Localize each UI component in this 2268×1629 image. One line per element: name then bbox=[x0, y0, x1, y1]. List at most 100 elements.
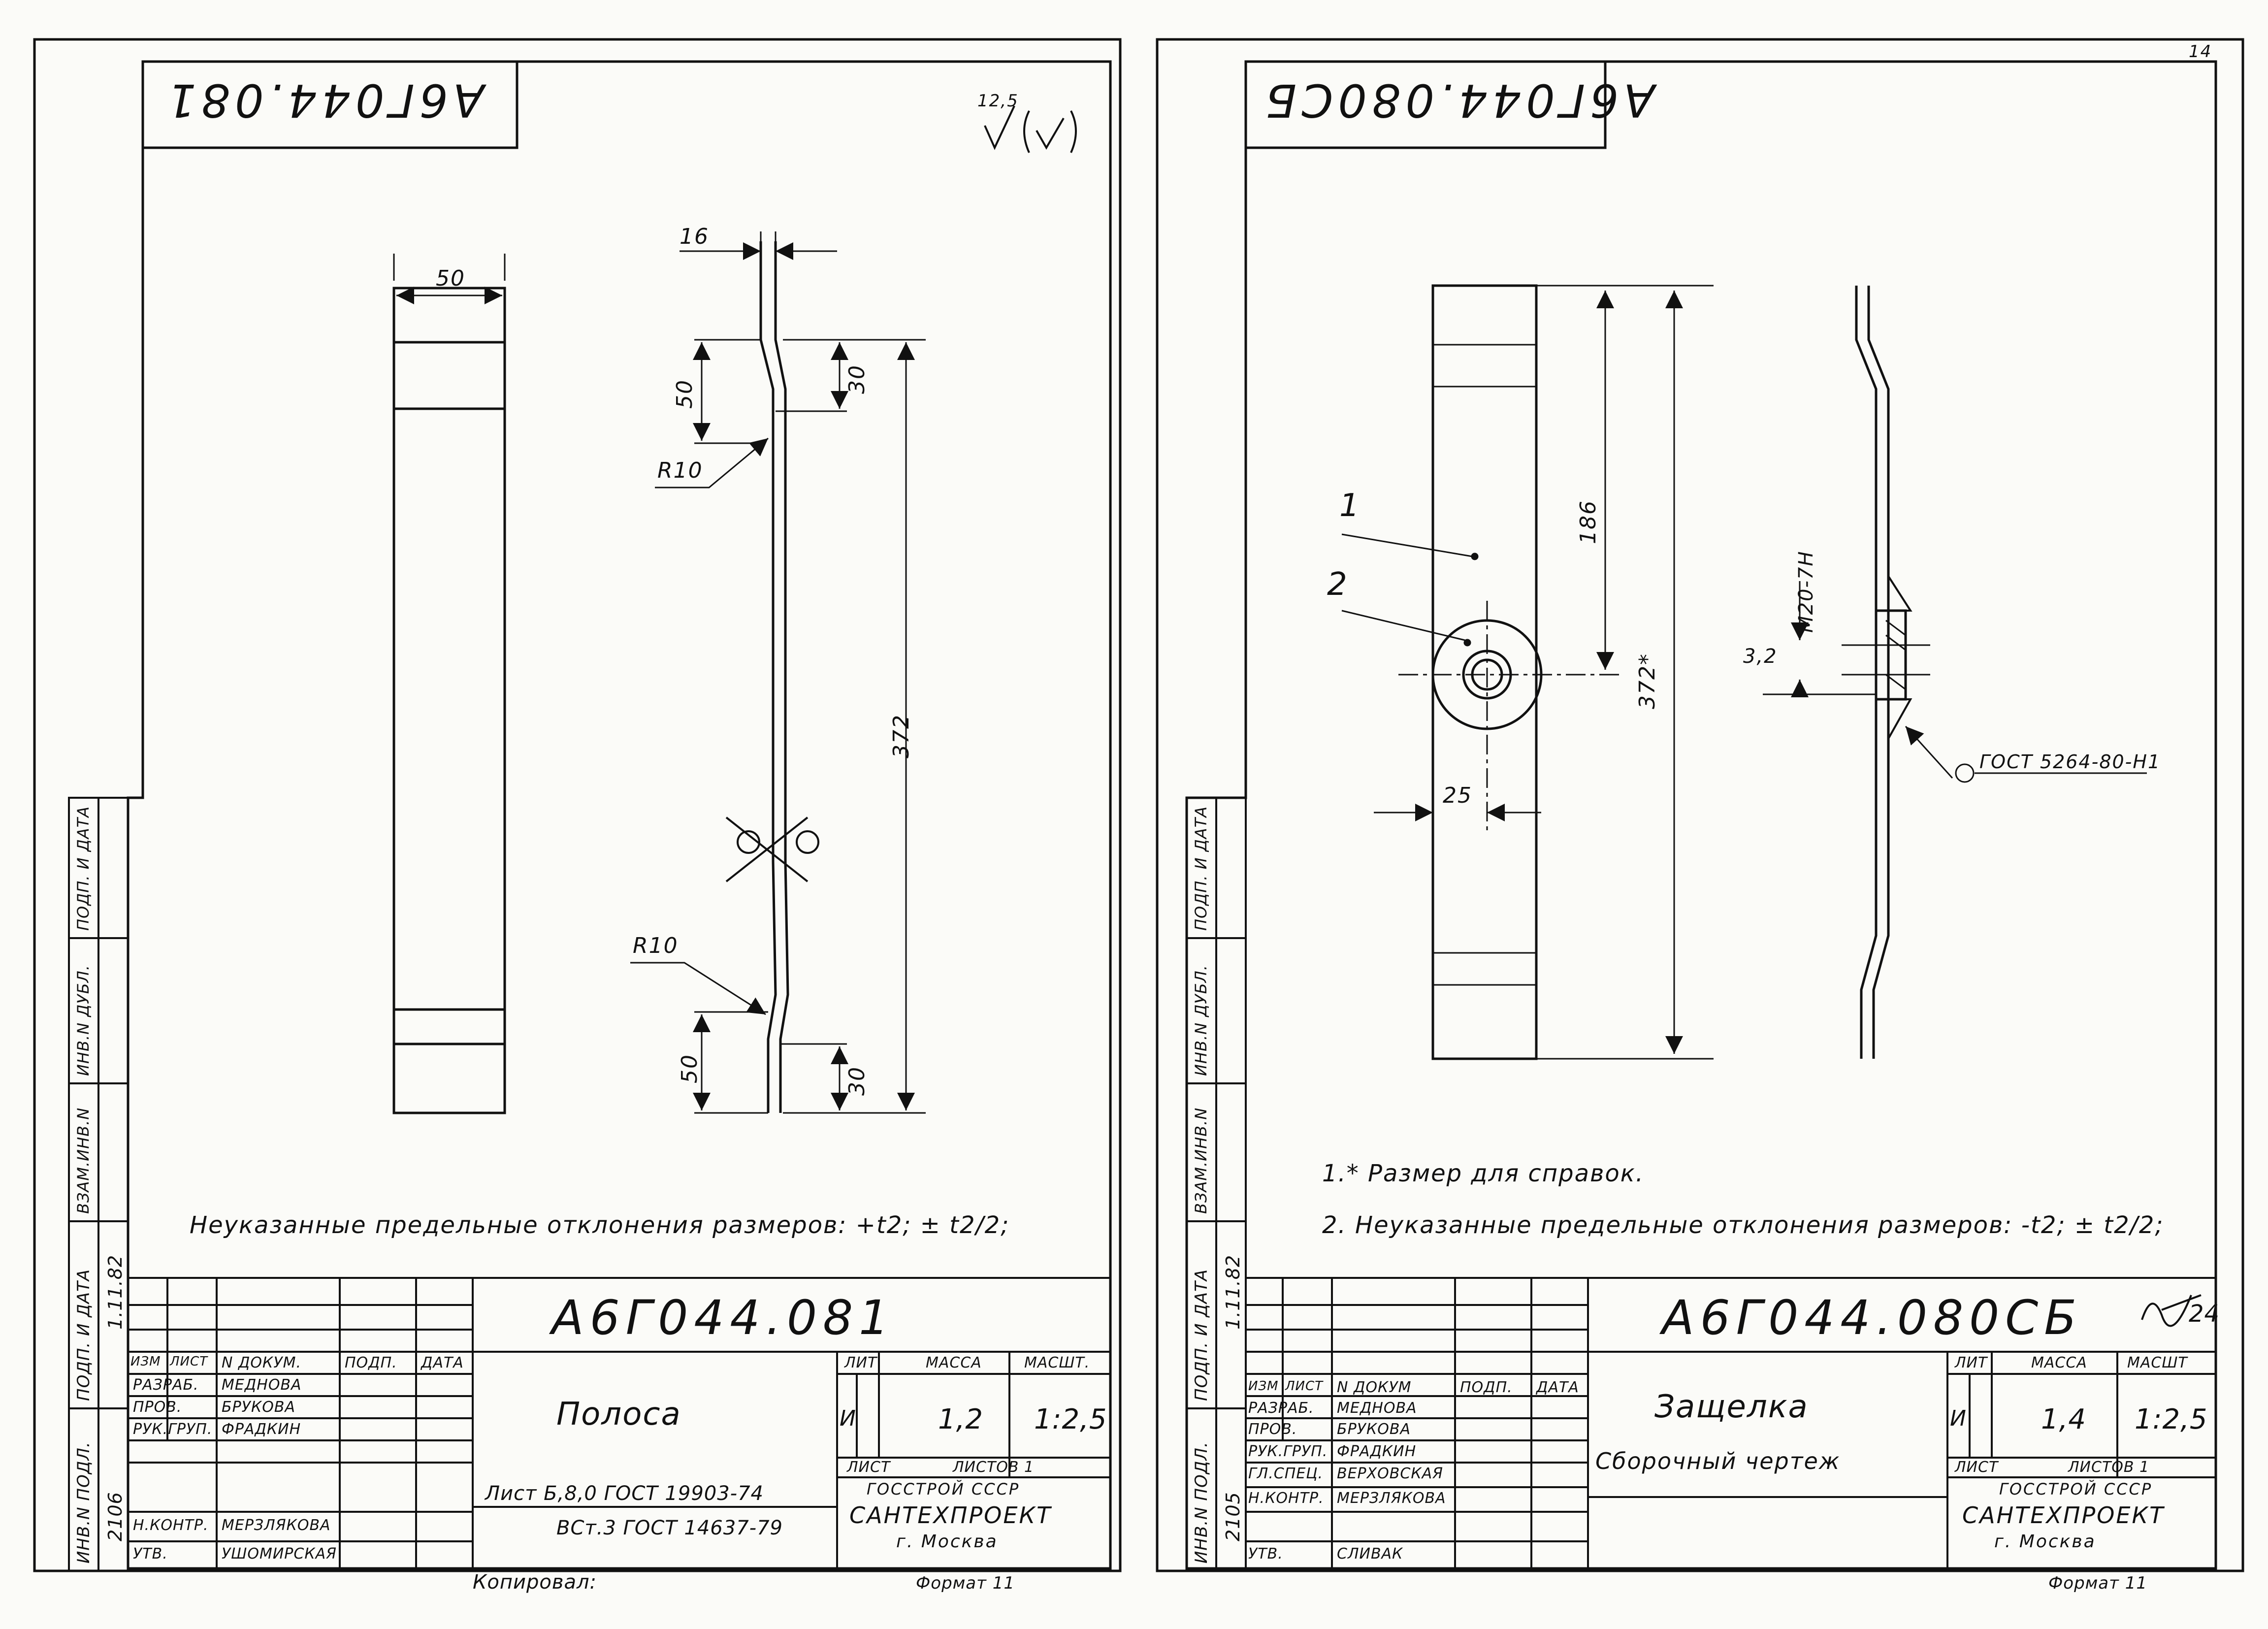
dim-strip-length: 372 bbox=[889, 714, 914, 758]
right-side-stamp bbox=[1186, 797, 1247, 1572]
left-designation: А6Г044.081 bbox=[551, 1290, 895, 1345]
latch-front-view bbox=[1341, 284, 1714, 1060]
weld-reference: ГОСТ 5264-80-Н1 bbox=[1979, 751, 2161, 773]
left-org-1: ГОССТРОЙ СССР bbox=[867, 1480, 1020, 1499]
latch-side-view bbox=[1763, 286, 2147, 1059]
right-row-name: БРУКОВА bbox=[1337, 1421, 1411, 1438]
dim-bend-top-lower: 30 bbox=[844, 364, 870, 394]
right-sheet-label: ЛИСТ bbox=[1955, 1459, 1999, 1476]
right-row-role: УТВ. bbox=[1248, 1545, 1283, 1563]
right-stamp-dubl: ИНВ.N ДУБЛ. bbox=[1192, 965, 1210, 1076]
right-stamp-sign-date: ПОДП. И ДАТА bbox=[1192, 1269, 1211, 1401]
left-row-role: РУК.ГРУП. bbox=[133, 1421, 213, 1438]
right-hdr-list: ЛИСТ bbox=[1285, 1379, 1324, 1394]
dim-radius-top: R10 bbox=[657, 458, 703, 483]
right-hdr-doc: N ДОКУМ bbox=[1337, 1379, 1412, 1396]
right-mass-header: МАССА bbox=[2031, 1354, 2087, 1371]
right-corner-mark: 14 bbox=[2189, 42, 2212, 62]
left-row-name: УШОМИРСКАЯ bbox=[222, 1545, 337, 1563]
right-scale: 1:2,5 bbox=[2135, 1403, 2208, 1435]
left-stamp-sign-date: ПОДП. И ДАТА bbox=[74, 1269, 94, 1401]
dim-radius-bottom: R10 bbox=[633, 933, 679, 958]
right-outer-frame bbox=[1156, 38, 2244, 1572]
left-scale: 1:2,5 bbox=[1034, 1403, 1107, 1435]
dim-strip-width: 50 bbox=[436, 266, 465, 291]
right-frame-code: А6Г044.080СБ bbox=[1261, 74, 1655, 127]
right-stamp-sign-date-2: ПОДП. И ДАТА bbox=[1192, 806, 1210, 931]
left-material-1: Лист Б,8,0 ГОСТ 19903-74 bbox=[485, 1482, 764, 1505]
right-designation: А6Г044.080СБ bbox=[1662, 1290, 2083, 1345]
dim-bend-bottom-upper: 50 bbox=[677, 1054, 702, 1083]
right-mass: 1,4 bbox=[2041, 1403, 2087, 1435]
right-part-name: Защелка bbox=[1654, 1389, 1809, 1425]
right-row-name: МЕРЗЛЯКОВА bbox=[1337, 1490, 1446, 1507]
right-format-label: Формат 11 bbox=[2048, 1573, 2148, 1593]
left-mass: 1,2 bbox=[938, 1403, 984, 1435]
left-stamp-dubl: ИНВ.N ДУБЛ. bbox=[74, 965, 93, 1076]
right-sign-number: 24 bbox=[2189, 1300, 2220, 1328]
left-copied-label: Копировал: bbox=[473, 1571, 597, 1594]
left-row-name: МЕДНОВА bbox=[222, 1376, 302, 1394]
right-org-1: ГОССТРОЙ СССР bbox=[1999, 1480, 2153, 1499]
right-row-name: ФРАДКИН bbox=[1337, 1443, 1417, 1460]
right-stamp-inv: ИНВ.N ПОДЛ. bbox=[1192, 1441, 1211, 1564]
left-hdr-date: ДАТА bbox=[421, 1354, 464, 1371]
strip-side-view bbox=[630, 231, 926, 1114]
signature-mark bbox=[2141, 1294, 2202, 1327]
right-lit-header: ЛИТ bbox=[1955, 1354, 1988, 1371]
right-org-2: САНТЕХПРОЕКТ bbox=[1962, 1502, 2165, 1529]
roughness-value: 12,5 bbox=[977, 91, 1019, 111]
left-part-name: Полоса bbox=[556, 1396, 681, 1433]
left-row-name: ФРАДКИН bbox=[222, 1421, 301, 1438]
right-code-box bbox=[1244, 60, 1607, 149]
right-note-1: 1.* Размер для справок. bbox=[1322, 1160, 1644, 1187]
left-hdr-sign: ПОДП. bbox=[345, 1354, 397, 1371]
right-lit: И bbox=[1950, 1406, 1967, 1431]
left-row-role: Н.КОНТР. bbox=[133, 1517, 209, 1534]
left-hdr-izm: ИЗМ bbox=[130, 1354, 161, 1369]
right-org-3: г. Москва bbox=[1994, 1531, 2096, 1552]
roughness-symbol bbox=[984, 105, 1077, 153]
left-row-role: ПРОВ. bbox=[133, 1399, 182, 1416]
left-format-label: Формат 11 bbox=[916, 1573, 1015, 1593]
dim-latch-length: 372* bbox=[1635, 653, 1660, 709]
left-scale-header: МАСШТ. bbox=[1024, 1354, 1090, 1371]
right-part-subtitle: Сборочный чертеж bbox=[1595, 1448, 1841, 1474]
dim-bend-top-upper: 50 bbox=[672, 379, 697, 409]
left-row-name: БРУКОВА bbox=[222, 1399, 295, 1416]
right-row-name: МЕДНОВА bbox=[1337, 1400, 1417, 1417]
strip-front-view bbox=[392, 254, 506, 1114]
left-title-block bbox=[128, 1277, 1110, 1568]
right-row-role: ПРОВ. bbox=[1248, 1421, 1297, 1438]
left-stamp-sign-date-2: ПОДП. И ДАТА bbox=[74, 806, 93, 931]
left-frame-code: А6Г044.081 bbox=[162, 74, 485, 127]
right-row-role: РАЗРАБ. bbox=[1248, 1400, 1314, 1417]
right-title-block bbox=[1246, 1277, 2216, 1568]
left-stamp-date: 1.11.82 bbox=[104, 1254, 126, 1330]
right-row-role: РУК.ГРУП. bbox=[1248, 1443, 1328, 1460]
right-hdr-izm: ИЗМ bbox=[1248, 1379, 1279, 1394]
right-hdr-date: ДАТА bbox=[1536, 1379, 1579, 1396]
dim-thread: М20-7Н bbox=[1795, 550, 1817, 633]
dim-thickness: 3,2 bbox=[1743, 645, 1778, 668]
right-stamp-vzam: ВЗАМ.ИНВ.N bbox=[1192, 1107, 1210, 1214]
left-hdr-list: ЛИСТ bbox=[170, 1354, 208, 1369]
left-mass-header: МАССА bbox=[926, 1354, 982, 1371]
left-lit: И bbox=[840, 1406, 856, 1431]
callout-part-2: 2 bbox=[1327, 566, 1348, 603]
right-stamp-inv-no: 2105 bbox=[1222, 1492, 1244, 1541]
left-outer-frame bbox=[33, 38, 1122, 1572]
left-org-3: г. Москва bbox=[896, 1531, 998, 1552]
left-sheet-label: ЛИСТ bbox=[847, 1459, 891, 1476]
dim-offset: 25 bbox=[1443, 783, 1472, 808]
left-stamp-vzam: ВЗАМ.ИНВ.N bbox=[74, 1107, 93, 1214]
dim-bend-bottom-lower: 30 bbox=[844, 1066, 870, 1096]
left-stamp-inv: ИНВ.N ПОДЛ. bbox=[74, 1441, 94, 1564]
left-sheets-label: ЛИСТОВ 1 bbox=[953, 1459, 1035, 1476]
left-row-name: МЕРЗЛЯКОВА bbox=[222, 1517, 331, 1534]
right-scale-header: МАСШТ bbox=[2127, 1354, 2188, 1371]
right-note-2: 2. Неуказанные предельные отклонения раз… bbox=[1322, 1211, 2164, 1239]
left-row-role: УТВ. bbox=[133, 1545, 168, 1563]
right-sheets-label: ЛИСТОВ 1 bbox=[2068, 1459, 2150, 1476]
